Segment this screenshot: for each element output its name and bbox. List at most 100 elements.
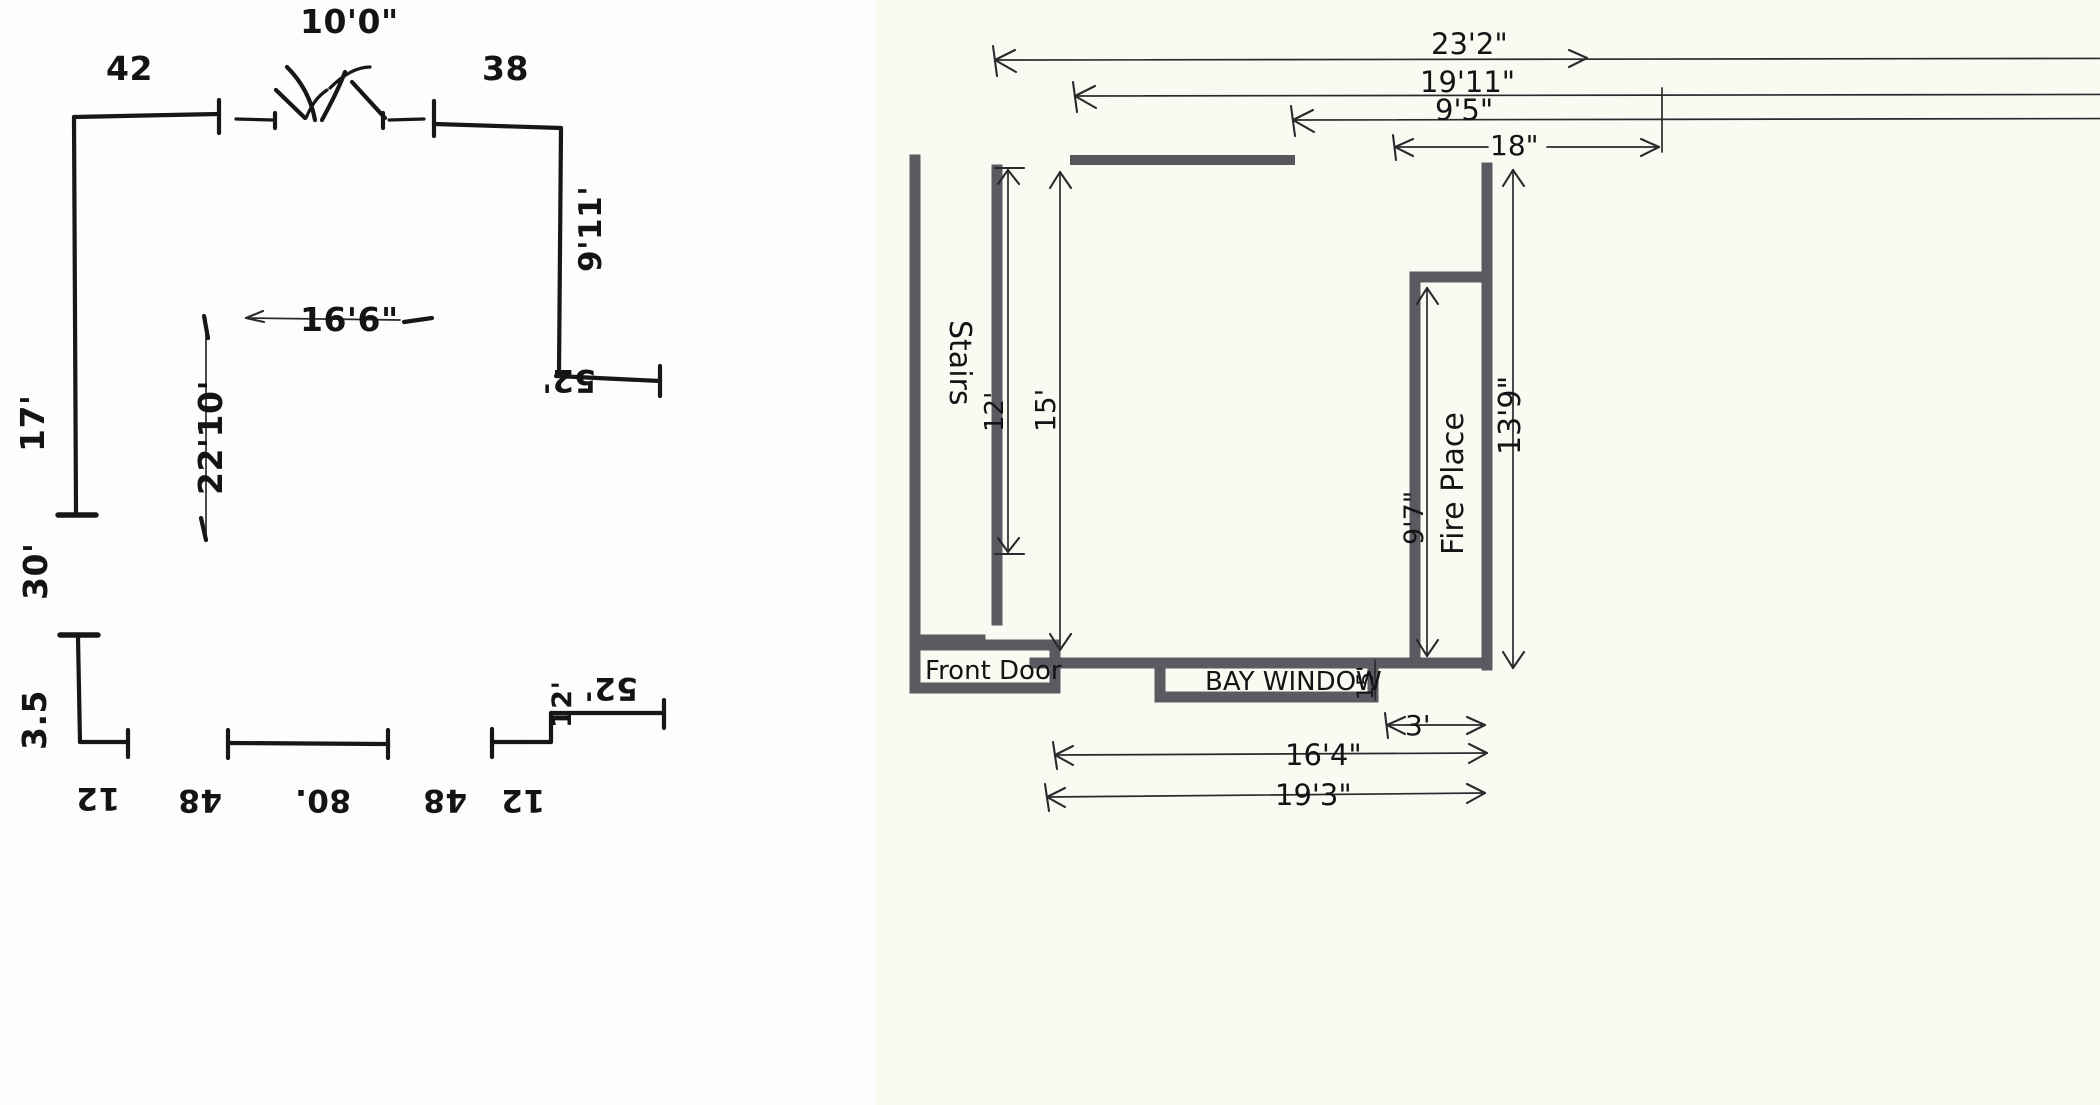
arrowhead-15-b1 <box>1048 632 1062 652</box>
dimline-16-4 <box>1054 752 1488 756</box>
arrowhead-16-4-r1 <box>1467 742 1489 755</box>
label-17ft: 17' <box>13 394 52 452</box>
label-13-9: 13'9" <box>1493 376 1528 455</box>
arrowhead-19-3-r2 <box>1465 791 1487 805</box>
arrowhead-19-3-l1 <box>1045 786 1067 799</box>
wall-top-right-seg1 <box>387 117 426 122</box>
arrowhead-16-4-l1 <box>1053 744 1075 757</box>
label-23-2: 23'2" <box>1431 27 1508 61</box>
dimline-16-6 <box>245 317 401 321</box>
label-3ft: 3' <box>1405 709 1431 742</box>
arrowhead-19-11-l2 <box>1073 94 1098 110</box>
label-15ft: 15' <box>1029 389 1062 432</box>
label-bay-window: BAY WINDOW <box>1205 667 1382 697</box>
arrowhead-23-2-l1 <box>993 48 1017 62</box>
label-10-0: 10'0" <box>300 2 399 41</box>
label-3-5: 3.5 <box>15 690 54 750</box>
arrowhead-16-4-l3 <box>1051 740 1059 771</box>
label-bottom-48-right: 48 <box>423 782 467 818</box>
label-16-4: 16'4" <box>1285 738 1362 772</box>
left-sketch-drawing: 42 38 10'0" 16'6" 17' 30' 3.5 22'10' 9'1… <box>13 2 667 818</box>
label-bottom-12-right: 12 <box>501 782 545 818</box>
arrowhead-19-11-l3 <box>1071 80 1079 114</box>
dimline-19-3 <box>1046 792 1486 798</box>
arrowhead-18-l2 <box>1393 145 1415 158</box>
arrowhead-18-l3 <box>1391 133 1398 162</box>
arrowhead-12-b1 <box>996 536 1010 554</box>
wall-top-left-seg2 <box>234 117 274 122</box>
arrowhead-18-r2 <box>1639 145 1661 158</box>
label-9-7: 9'7" <box>1399 491 1430 545</box>
arrowhead-16-4-l2 <box>1053 753 1075 767</box>
arrowhead-18-l1 <box>1393 137 1415 149</box>
label-front-door: Front Door <box>925 656 1062 686</box>
arrowhead-13-9-b2 <box>1511 650 1526 670</box>
label-52-right: 52' <box>542 362 596 398</box>
label-38: 38 <box>482 49 529 88</box>
arrowhead-12-b2 <box>1006 536 1021 554</box>
label-12ft-step: 12' <box>547 681 578 728</box>
dimline-9-5 <box>1292 117 2100 121</box>
arrowhead-9-5-l1 <box>1291 108 1315 122</box>
arrowhead-12-t1 <box>996 168 1010 186</box>
label-52-bottom: 52' <box>584 670 638 706</box>
right-sketch-panel: 23'2" 19'11" 9'5" 18" 12' 15' 13'9" 9'7"… <box>875 0 2100 1105</box>
arrowhead-9-5-l2 <box>1291 118 1316 134</box>
door-swing-left-a <box>273 87 308 121</box>
arrowhead-16-6-b <box>244 316 266 324</box>
arrowhead-9-5-l3 <box>1289 104 1297 138</box>
arrowhead-23-2-r1 <box>1567 48 1589 60</box>
label-bottom-12-left: 12 <box>76 780 120 816</box>
arrowhead-9-7-t1 <box>1415 286 1429 306</box>
arrowhead-19-3-l2 <box>1045 795 1067 809</box>
arrowhead-16-4-r2 <box>1467 751 1489 765</box>
label-12ft: 12' <box>980 392 1010 432</box>
arrowhead-13-9-b1 <box>1501 650 1515 670</box>
arrow-22-10-bottom <box>198 515 209 543</box>
arrowhead-3-l2 <box>1385 723 1407 736</box>
dimline-16-6-right <box>401 315 435 325</box>
label-9-5: 9'5" <box>1435 93 1493 127</box>
wall-left-bottom <box>75 634 83 745</box>
arrowhead-13-9-t1 <box>1501 168 1515 188</box>
door-swing-right-b <box>328 65 372 90</box>
label-9-11: 9'11' <box>573 186 609 272</box>
label-22-10: 22'10' <box>191 380 230 495</box>
wall-top-left <box>71 111 221 120</box>
arrowhead-19-11-l1 <box>1073 84 1097 98</box>
label-42: 42 <box>106 49 153 88</box>
arrow-22-10-top <box>201 313 211 341</box>
label-19-3: 19'3" <box>1275 778 1352 812</box>
arrowhead-19-3-r1 <box>1465 782 1487 795</box>
label-stairs: Stairs <box>942 320 977 406</box>
arrowhead-23-2-l2 <box>993 58 1018 74</box>
arrowhead-3-l1 <box>1385 715 1407 727</box>
wall-right-upper <box>556 125 564 375</box>
arrowhead-15-t2 <box>1058 170 1073 190</box>
arrowhead-9-7-t2 <box>1425 286 1440 306</box>
label-18in: 18" <box>1490 129 1539 162</box>
wall-left-upper <box>71 114 79 515</box>
wall-right-step <box>553 373 663 384</box>
dimline-19-11 <box>1074 93 2100 97</box>
dimline-23-2 <box>994 57 2100 61</box>
label-19-11: 19'11" <box>1420 65 1515 99</box>
wall-top-right <box>432 121 564 131</box>
arrowhead-16-6-a <box>244 309 265 320</box>
arrowhead-18-r1 <box>1639 137 1661 149</box>
arrowhead-19-3-l3 <box>1043 782 1051 813</box>
label-bottom-48-left: 48 <box>178 782 222 818</box>
dimbar-80 <box>225 740 391 747</box>
arrowhead-12-t2 <box>1006 168 1021 186</box>
door-swing-right-c <box>349 79 388 121</box>
label-30ft: 30' <box>16 542 55 600</box>
arrowhead-3-l3 <box>1383 711 1390 740</box>
label-fireplace: Fire Place <box>1436 412 1471 555</box>
arrowhead-15-t1 <box>1048 170 1062 190</box>
arrowhead-13-9-t2 <box>1511 168 1526 188</box>
arrowhead-9-7-b2 <box>1425 638 1440 658</box>
arrowhead-3-r2 <box>1465 723 1487 736</box>
arrowhead-15-b2 <box>1058 632 1073 652</box>
label-15ft-small: 15' <box>1354 666 1379 700</box>
